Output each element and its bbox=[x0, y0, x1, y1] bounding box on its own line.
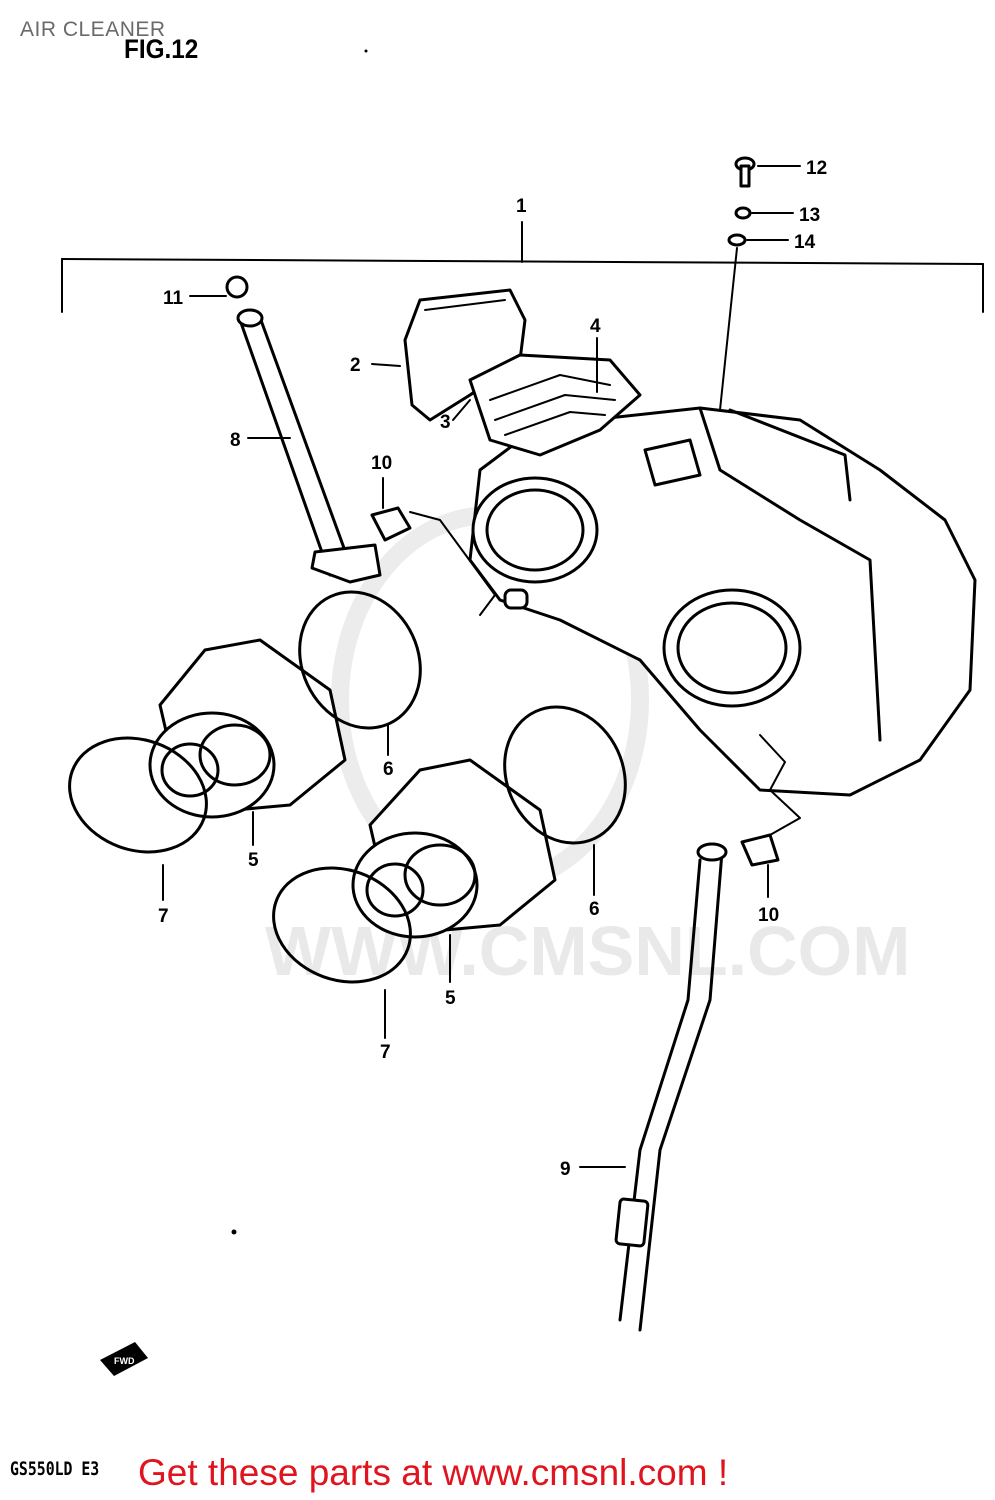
callout-1: 1 bbox=[516, 196, 527, 217]
page-title: AIR CLEANER bbox=[20, 18, 166, 41]
callout-5b: 5 bbox=[445, 988, 456, 1009]
forward-arrow-icon: FWD bbox=[100, 1342, 148, 1376]
callout-10b: 10 bbox=[758, 905, 779, 926]
callout-9: 9 bbox=[560, 1159, 571, 1180]
air-cleaner-cap bbox=[403, 288, 527, 422]
callout-14: 14 bbox=[794, 232, 816, 253]
callout-6b: 6 bbox=[589, 899, 600, 920]
screw bbox=[734, 156, 756, 188]
washer-13 bbox=[734, 206, 752, 220]
drain-hose bbox=[614, 842, 728, 1332]
leader-lines bbox=[162, 165, 801, 1168]
washer-14 bbox=[727, 233, 747, 247]
callout-11: 11 bbox=[163, 288, 184, 309]
callout-12: 12 bbox=[806, 158, 827, 179]
breather-hose-upper bbox=[236, 308, 382, 584]
callout-3: 3 bbox=[440, 412, 451, 433]
clamp-lower bbox=[740, 734, 801, 867]
callout-4: 4 bbox=[590, 316, 601, 337]
callout-7b: 7 bbox=[380, 1042, 391, 1063]
assembly-bracket bbox=[61, 221, 984, 313]
callout-labels: 1 2 3 4 5 5 6 6 7 7 8 9 10 10 11 12 13 1… bbox=[158, 158, 827, 1180]
clamp-upper bbox=[370, 506, 496, 616]
callout-13: 13 bbox=[799, 205, 820, 226]
air-cleaner-box bbox=[468, 406, 977, 797]
callout-7a: 7 bbox=[158, 906, 169, 927]
model-code: GS550LD E3 bbox=[10, 1458, 100, 1480]
callout-2: 2 bbox=[350, 355, 361, 376]
callout-5a: 5 bbox=[248, 850, 259, 871]
callout-6a: 6 bbox=[383, 759, 394, 780]
intake-pipe-right bbox=[272, 705, 627, 984]
hose-clamp bbox=[225, 275, 249, 299]
watermark-text: WWW.CMSNL.COM bbox=[265, 912, 910, 990]
callout-8: 8 bbox=[230, 430, 241, 451]
svg-text:FWD: FWD bbox=[114, 1356, 135, 1366]
figure-label: FIG.12 bbox=[124, 34, 199, 64]
promo-link[interactable]: Get these parts at www.cmsnl.com ! bbox=[138, 1452, 729, 1493]
intake-pipe-left bbox=[68, 590, 422, 854]
callout-10a: 10 bbox=[371, 453, 392, 474]
